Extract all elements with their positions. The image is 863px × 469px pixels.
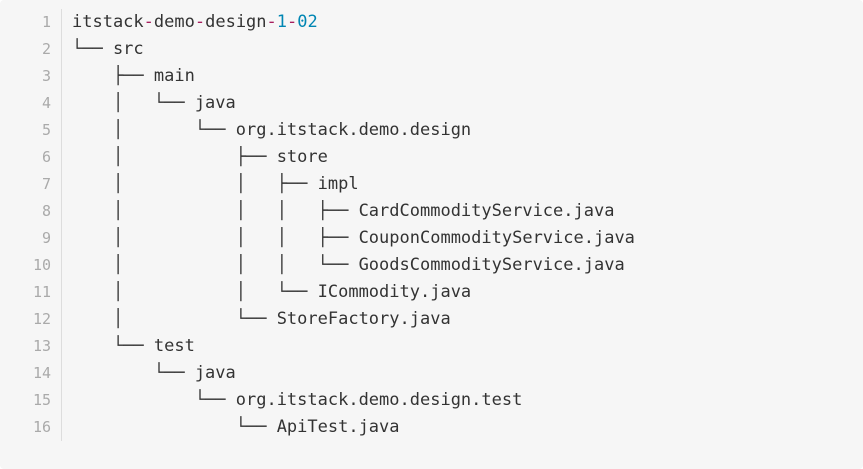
code-token: 02 [297, 12, 317, 32]
code-line: 7 │ │ ├── impl [0, 171, 863, 198]
code-line-content[interactable]: │ │ │ ├── CardCommodityService.java [62, 198, 863, 225]
line-number: 4 [0, 90, 62, 117]
code-token: │ │ │ └── GoodsCommodityService.java [72, 255, 625, 275]
code-token: │ └── org.itstack.demo.design [72, 120, 471, 140]
code-line: 15 └── org.itstack.demo.design.test [0, 387, 863, 414]
code-line-content[interactable]: │ └── org.itstack.demo.design [62, 117, 863, 144]
code-line-content[interactable]: │ └── StoreFactory.java [62, 306, 863, 333]
code-line-content[interactable]: │ └── java [62, 90, 863, 117]
code-line-content[interactable]: └── org.itstack.demo.design.test [62, 387, 863, 414]
code-token: demo [154, 12, 195, 32]
code-line: 9 │ │ │ ├── CouponCommodityService.java [0, 225, 863, 252]
code-lines-body: 1itstack-demo-design-1-022└── src3 ├── m… [0, 9, 863, 441]
code-token: design [205, 12, 266, 32]
code-token: - [144, 12, 154, 32]
line-number: 8 [0, 198, 62, 225]
code-line: 16 └── ApiTest.java [0, 414, 863, 441]
line-number: 5 [0, 117, 62, 144]
code-lines-table: 1itstack-demo-design-1-022└── src3 ├── m… [0, 9, 863, 441]
code-line-content[interactable]: └── ApiTest.java [62, 414, 863, 441]
code-line: 12 │ └── StoreFactory.java [0, 306, 863, 333]
code-line-content[interactable]: │ │ │ └── GoodsCommodityService.java [62, 252, 863, 279]
code-line: 8 │ │ │ ├── CardCommodityService.java [0, 198, 863, 225]
line-number: 15 [0, 387, 62, 414]
line-number: 16 [0, 414, 62, 441]
code-token: ├── main [72, 66, 195, 86]
code-token: │ │ │ ├── CardCommodityService.java [72, 201, 614, 221]
code-token: │ └── StoreFactory.java [72, 309, 451, 329]
code-token: itstack [72, 12, 144, 32]
code-line-content[interactable]: itstack-demo-design-1-02 [62, 9, 863, 36]
line-number: 1 [0, 9, 62, 36]
line-number: 10 [0, 252, 62, 279]
code-line-content[interactable]: └── src [62, 36, 863, 63]
code-line: 11 │ │ └── ICommodity.java [0, 279, 863, 306]
code-line-content[interactable]: │ ├── store [62, 144, 863, 171]
code-token: │ │ │ ├── CouponCommodityService.java [72, 228, 635, 248]
code-line-content[interactable]: │ │ ├── impl [62, 171, 863, 198]
code-token: └── ApiTest.java [72, 417, 400, 437]
code-token: └── src [72, 39, 144, 59]
code-token: 1 [277, 12, 287, 32]
code-line: 2 └── src [0, 36, 863, 63]
code-line: 10 │ │ │ └── GoodsCommodityService.java [0, 252, 863, 279]
code-token: - [287, 12, 297, 32]
code-line: 13 └── test [0, 333, 863, 360]
code-line: 14 └── java [0, 360, 863, 387]
code-token: │ ├── store [72, 147, 328, 167]
line-number: 7 [0, 171, 62, 198]
code-token: - [267, 12, 277, 32]
line-number: 11 [0, 279, 62, 306]
code-token: └── org.itstack.demo.design.test [72, 390, 522, 410]
code-token: └── java [72, 363, 236, 383]
line-number: 2 [0, 36, 62, 63]
code-line: 5 │ └── org.itstack.demo.design [0, 117, 863, 144]
line-number: 6 [0, 144, 62, 171]
line-number: 12 [0, 306, 62, 333]
code-line: 3 ├── main [0, 63, 863, 90]
line-number: 14 [0, 360, 62, 387]
code-token: └── test [72, 336, 195, 356]
code-line-content[interactable]: ├── main [62, 63, 863, 90]
code-line: 4 │ └── java [0, 90, 863, 117]
code-line-content[interactable]: │ │ └── ICommodity.java [62, 279, 863, 306]
code-token: │ │ ├── impl [72, 174, 359, 194]
code-token: - [195, 12, 205, 32]
line-number: 13 [0, 333, 62, 360]
line-number: 9 [0, 225, 62, 252]
code-line: 6 │ ├── store [0, 144, 863, 171]
code-line-content[interactable]: └── java [62, 360, 863, 387]
code-token: │ └── java [72, 93, 236, 113]
code-line-content[interactable]: └── test [62, 333, 863, 360]
code-line-content[interactable]: │ │ │ ├── CouponCommodityService.java [62, 225, 863, 252]
code-token: │ │ └── ICommodity.java [72, 282, 471, 302]
line-number: 3 [0, 63, 62, 90]
code-line: 1itstack-demo-design-1-02 [0, 9, 863, 36]
